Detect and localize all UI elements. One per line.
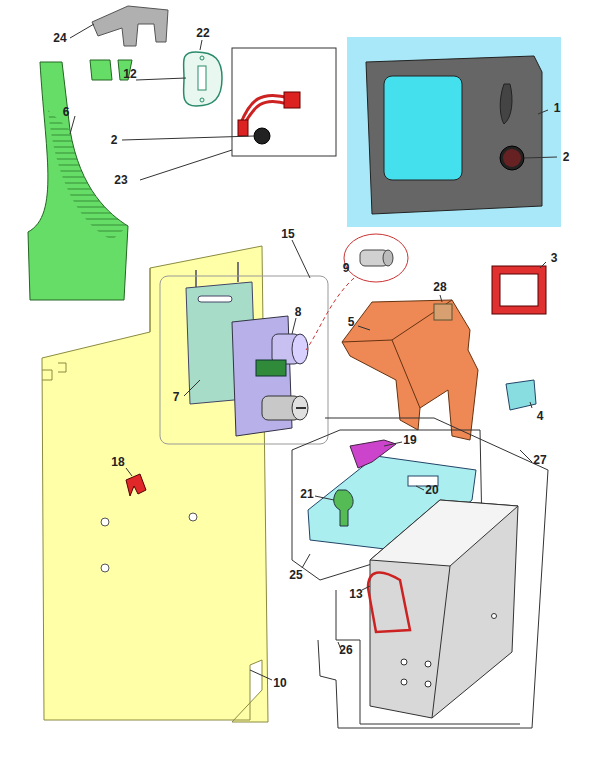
callout-number: 12 [123,68,136,80]
callout-number: 6 [63,106,70,118]
callout-number: 1 [554,102,561,114]
callout-number: 2 [563,151,570,163]
callout-number: 18 [111,456,124,468]
callout-number: 26 [339,644,352,656]
callout-number: 7 [173,391,180,403]
callout-number: 3 [551,252,558,264]
callout-number: 28 [433,281,446,293]
callout-number: 21 [300,488,313,500]
callout-number: 10 [273,677,286,689]
callout-number: 23 [114,174,127,186]
callout-number: 4 [537,410,544,422]
callout-number: 27 [533,454,546,466]
callout-number: 8 [295,306,302,318]
callout-number: 22 [196,27,209,39]
callout-number: 9 [343,262,350,274]
callout-number: 24 [53,32,66,44]
callout-number: 5 [348,316,355,328]
callout-number: 25 [289,569,302,581]
callout-number: 13 [349,588,362,600]
callout-number: 15 [281,228,294,240]
callout-number: 20 [425,484,438,496]
callout-number: 2 [111,134,118,146]
callout-number: 19 [403,434,416,446]
